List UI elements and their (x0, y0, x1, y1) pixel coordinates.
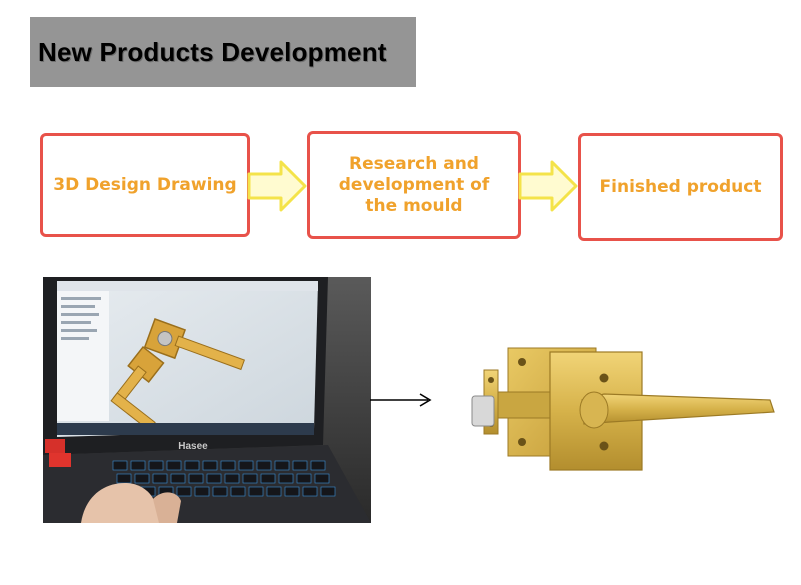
page-title: New Products Development (38, 37, 387, 68)
step-mould-development: Research and development of the mould (307, 131, 521, 239)
step-finished-product: Finished product (578, 133, 783, 241)
title-banner: New Products Development (30, 17, 416, 87)
right-arrow-icon (518, 160, 580, 212)
right-arrow-icon (370, 392, 434, 408)
step-label: 3D Design Drawing (53, 175, 236, 196)
step-label: Finished product (600, 177, 762, 198)
step-3d-design-drawing: 3D Design Drawing (40, 133, 250, 237)
finished-lever-lock-photo (470, 300, 780, 490)
step-label: Research and development of the mould (320, 154, 508, 217)
right-arrow-icon (247, 160, 309, 212)
laptop-cad-photo: Hasee (43, 277, 371, 523)
